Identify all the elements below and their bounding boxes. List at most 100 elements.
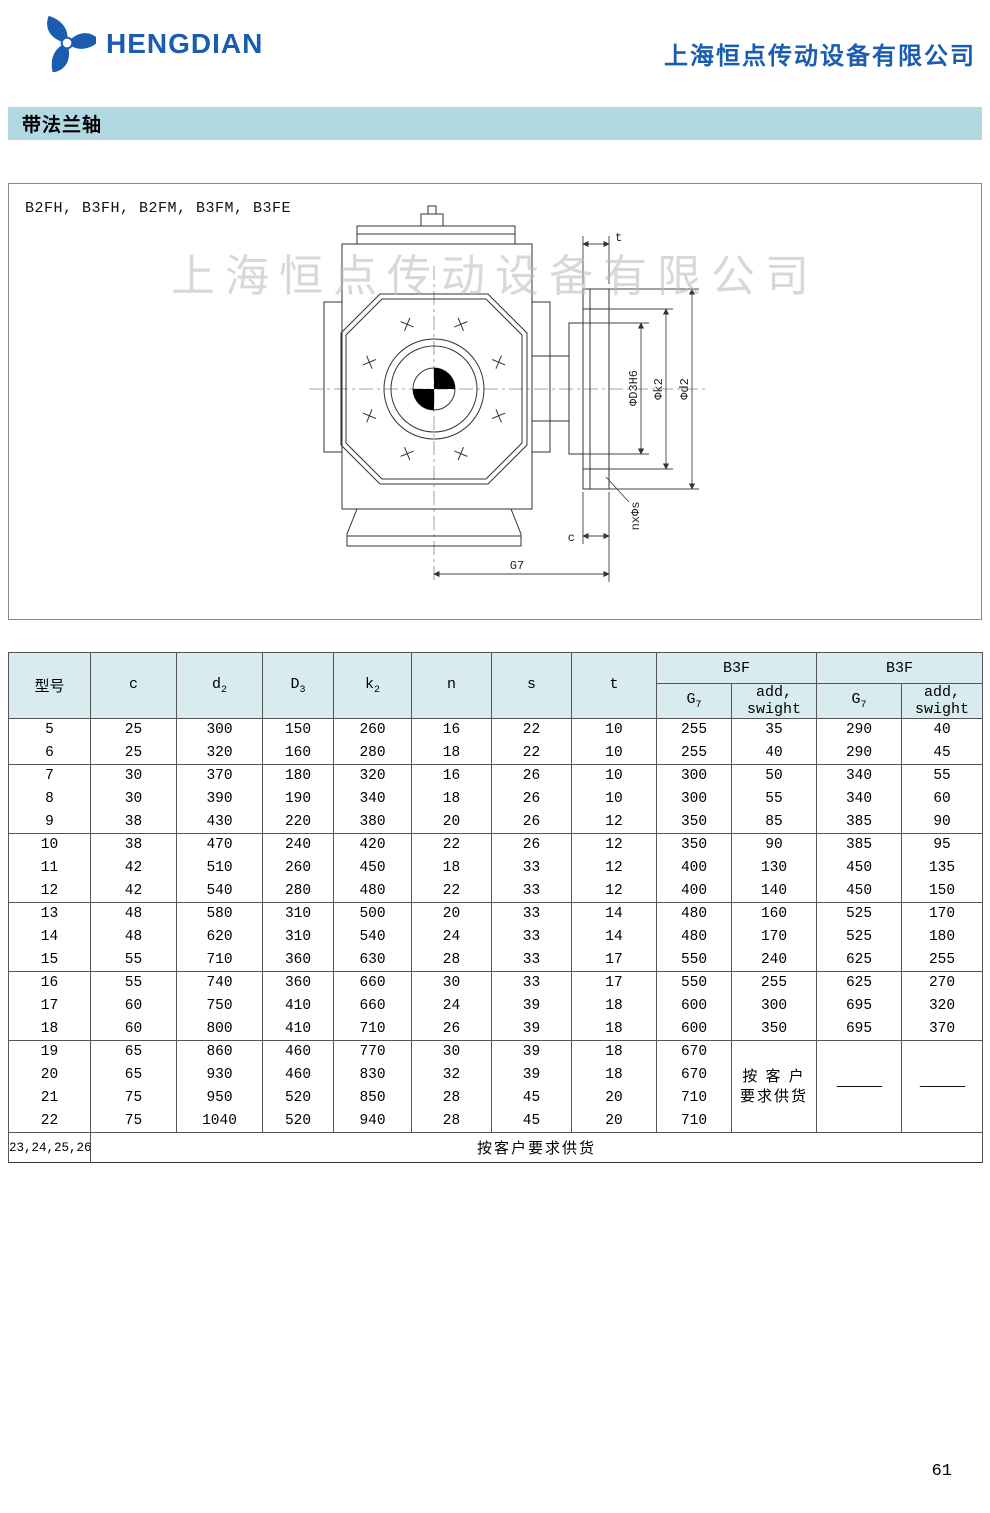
cell-model: 11 <box>8 856 91 880</box>
cell-t: 17 <box>571 971 657 995</box>
cell-w_1: 240 <box>730 948 818 972</box>
cell-c: 25 <box>90 718 177 742</box>
cell-g7_2: 695 <box>816 994 903 1018</box>
cell-g7_1: 300 <box>656 764 732 788</box>
col-header-n: n <box>411 652 492 719</box>
cell-n: 26 <box>411 1017 492 1041</box>
cell-D3: 310 <box>262 902 334 926</box>
cell-t: 18 <box>571 994 657 1018</box>
cell-w_2: 370 <box>901 1017 984 1041</box>
cell-D3: 460 <box>262 1063 334 1087</box>
cell-k2: 260 <box>333 718 412 742</box>
dim-label-d2: Φd2 <box>678 378 692 400</box>
section-title: 带法兰轴 <box>22 115 103 136</box>
cell-n: 18 <box>411 787 492 811</box>
brand-name: HENGDIAN <box>106 28 264 59</box>
cell-t: 10 <box>571 718 657 742</box>
cell-g7_1: 255 <box>656 718 732 742</box>
cell-c: 65 <box>90 1040 177 1064</box>
cell-g7_2: 385 <box>816 810 903 834</box>
cell-c: 42 <box>90 856 177 880</box>
cell-w_2: 150 <box>901 879 984 903</box>
cell-c: 75 <box>90 1086 177 1110</box>
cell-g7_1: 300 <box>656 787 732 811</box>
cell-c: 65 <box>90 1063 177 1087</box>
col-header-k2: k2 <box>333 652 412 719</box>
cell-g7_1: 710 <box>656 1086 732 1110</box>
cell-model: 14 <box>8 925 91 949</box>
cell-k2: 710 <box>333 1017 412 1041</box>
cell-w_2: 320 <box>901 994 984 1018</box>
cell-k2: 340 <box>333 787 412 811</box>
gearbox-front-view <box>323 205 551 547</box>
cell-g7_1: 550 <box>656 948 732 972</box>
cell-w_2: 90 <box>901 810 984 834</box>
cell-g7_1: 255 <box>656 741 732 765</box>
cell-t: 12 <box>571 856 657 880</box>
cell-model: 10 <box>8 833 91 857</box>
dim-label-g7: G7 <box>510 559 524 573</box>
cell-w_1: 255 <box>730 971 818 995</box>
cell-g7_1: 350 <box>656 810 732 834</box>
cell-D3: 410 <box>262 1017 334 1041</box>
cell-D3: 410 <box>262 994 334 1018</box>
cell-g7_2: 625 <box>816 948 903 972</box>
cell-s: 33 <box>491 879 572 903</box>
cell-c: 48 <box>90 925 177 949</box>
cell-d2: 930 <box>176 1063 263 1087</box>
cell-d2: 510 <box>176 856 263 880</box>
cell-s: 26 <box>491 764 572 788</box>
cell-n: 16 <box>411 764 492 788</box>
cell-D3: 190 <box>262 787 334 811</box>
cell-g7_2: 290 <box>816 718 903 742</box>
cell-s: 33 <box>491 971 572 995</box>
cell-model: 21 <box>8 1086 91 1110</box>
cell-g7_1: 550 <box>656 971 732 995</box>
cell-d2: 800 <box>176 1017 263 1041</box>
cell-g7_2: 385 <box>816 833 903 857</box>
col-header-weight-2: add, swight <box>901 683 984 719</box>
cell-n: 18 <box>411 856 492 880</box>
cell-w_2: 255 <box>901 948 984 972</box>
cell-c: 38 <box>90 810 177 834</box>
cell-w_2: 55 <box>901 764 984 788</box>
cell-n: 30 <box>411 971 492 995</box>
cell-w_2: 40 <box>901 718 984 742</box>
cell-w_1: 350 <box>730 1017 818 1041</box>
section-title-bar: 带法兰轴 <box>8 107 982 140</box>
cell-d2: 390 <box>176 787 263 811</box>
cell-t: 10 <box>571 741 657 765</box>
cell-D3: 150 <box>262 718 334 742</box>
cell-model: 16 <box>8 971 91 995</box>
cell-d2: 620 <box>176 925 263 949</box>
cell-t: 18 <box>571 1040 657 1064</box>
cell-dash: —————— <box>901 1040 984 1133</box>
cell-w_1: 130 <box>730 856 818 880</box>
cell-n: 24 <box>411 925 492 949</box>
cell-g7_2: 290 <box>816 741 903 765</box>
cell-c: 75 <box>90 1109 177 1133</box>
cell-c: 30 <box>90 764 177 788</box>
cell-D3: 240 <box>262 833 334 857</box>
dim-label-nxs: nxΦs <box>629 502 643 531</box>
cell-d2: 470 <box>176 833 263 857</box>
cell-w_2: 135 <box>901 856 984 880</box>
cell-d2: 430 <box>176 810 263 834</box>
cell-model: 5 <box>8 718 91 742</box>
cell-n: 24 <box>411 994 492 1018</box>
cell-g7_2: 340 <box>816 787 903 811</box>
cell-model: 20 <box>8 1063 91 1087</box>
gearbox-drawing: t ΦD3H6 Φk2 Φd2 nxΦs c G7 <box>309 205 709 582</box>
cell-d2: 320 <box>176 741 263 765</box>
company-name: 上海恒点传动设备有限公司 <box>664 43 976 70</box>
cell-s: 33 <box>491 902 572 926</box>
